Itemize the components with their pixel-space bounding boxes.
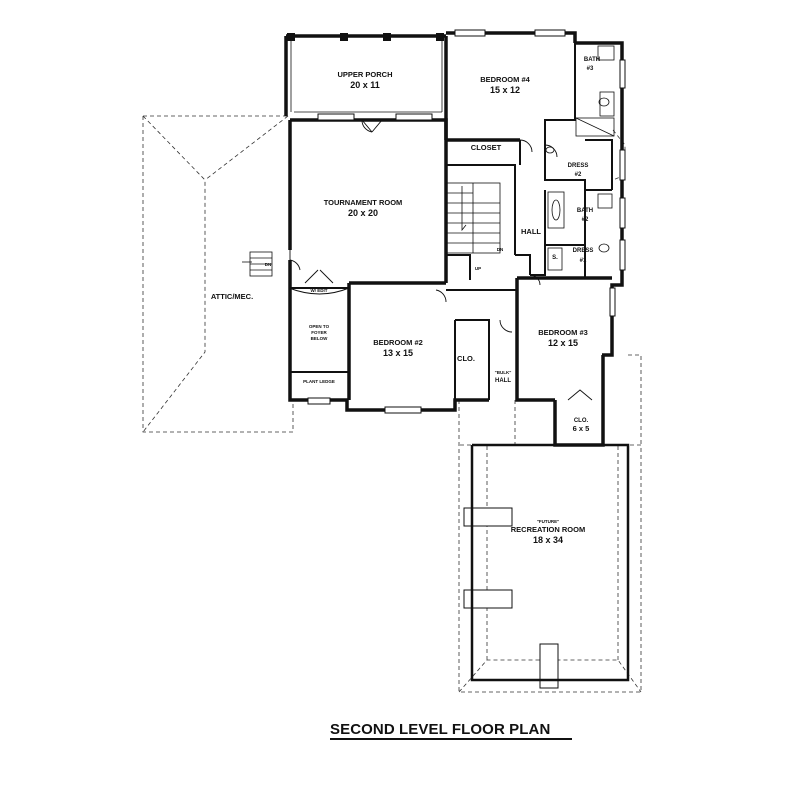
recreation-name: RECREATION ROOM: [511, 525, 585, 534]
bedroom4-size: 15 x 12: [490, 85, 520, 95]
bath2-num: #2: [582, 217, 589, 223]
bulk-hall-name: HALL: [495, 378, 511, 384]
recreation-tag: "FUTURE": [537, 519, 560, 524]
dress1-name: DRESS: [573, 248, 594, 254]
open-to-below-curve: [288, 287, 350, 295]
plan-caption: SECOND LEVEL FLOOR PLAN: [330, 721, 572, 740]
interior-walls: [289, 43, 613, 400]
closet-name: CLOSET: [471, 143, 502, 152]
plant-ledge-label: PLANT LEDGE: [303, 379, 335, 384]
bedroom3-name: BEDROOM #3: [538, 328, 588, 337]
bedroom2-size: 13 x 15: [383, 348, 413, 358]
bulk-hall-tag: "BULK": [495, 370, 512, 375]
recreation-walls: [470, 443, 630, 682]
stair-down-marker: DN: [497, 247, 504, 252]
doors: [289, 119, 593, 401]
hall-name: HALL: [521, 227, 541, 236]
bedroom3-size: 12 x 15: [548, 338, 578, 348]
recreation-size: 18 x 34: [533, 535, 563, 545]
bath3-num: #3: [587, 66, 594, 72]
tournament-room-size: 20 x 20: [348, 208, 378, 218]
dress2-num: #2: [575, 172, 582, 178]
clo-bedroom3-size: 6 x 5: [573, 424, 590, 433]
dress1-num: #1: [580, 258, 587, 264]
dress2-name: DRESS: [568, 163, 589, 169]
open-below-line2: FOYER: [311, 330, 327, 335]
bedroom4-name: BEDROOM #4: [480, 75, 530, 84]
attic-stairs: [242, 251, 273, 277]
porch-columns: [287, 33, 444, 41]
open-below-line3: BELOW: [311, 336, 329, 341]
entry-marker: W/ EDIT: [311, 288, 328, 293]
clo-bedroom3-label: CLO.: [574, 418, 589, 424]
attic-name: ATTIC/MEC.: [211, 292, 253, 301]
shelf-marker: S.: [552, 255, 558, 261]
dormers: [463, 507, 559, 689]
upper-porch-name: UPPER PORCH: [337, 70, 392, 79]
porch-rails: [290, 40, 443, 113]
open-below-line1: OPEN TO: [309, 324, 330, 329]
bath-fixtures: [545, 45, 615, 271]
bath2-name: BATH: [577, 208, 593, 214]
bedroom2-name: BEDROOM #2: [373, 338, 423, 347]
clo-bedroom2-label: CLO.: [457, 354, 475, 363]
stair-up-marker: UP: [475, 266, 481, 271]
tournament-room-name: TOURNAMENT ROOM: [324, 198, 403, 207]
windows: [307, 29, 626, 414]
attic-down-marker: DN: [265, 262, 272, 267]
staircase: [445, 182, 501, 254]
bath3-name: BATH: [584, 57, 600, 63]
upper-porch-size: 20 x 11: [350, 80, 380, 90]
